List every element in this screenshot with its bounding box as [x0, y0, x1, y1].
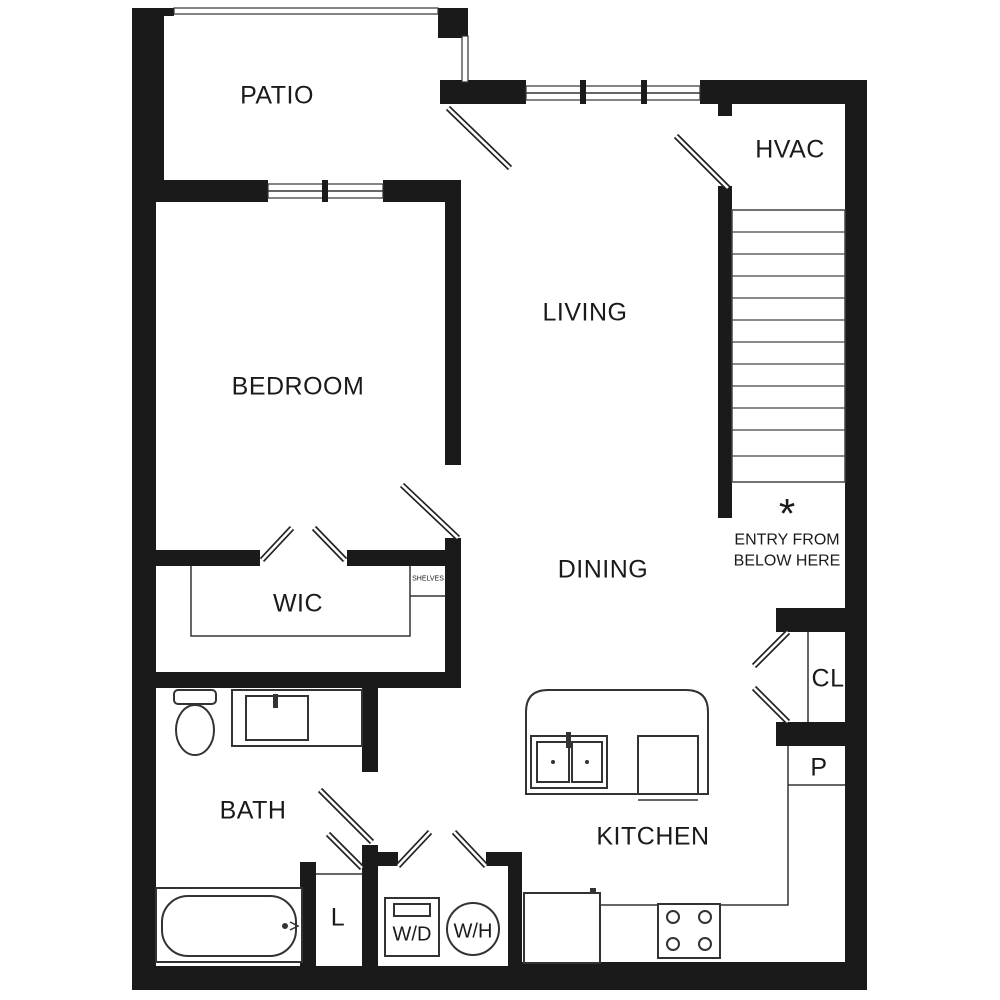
- stove-icon: [657, 903, 721, 959]
- doors: [259, 105, 791, 871]
- entry-note-line1: ENTRY FROM: [734, 531, 840, 549]
- door-swing-icon: [325, 831, 365, 871]
- room-label-pantry: P: [810, 753, 828, 782]
- window-icon: [267, 180, 384, 202]
- window-icon: [525, 80, 701, 104]
- double-sink-icon: [530, 732, 608, 789]
- windows: [173, 7, 701, 202]
- window-icon: [173, 7, 439, 15]
- washer-dryer-icon: [384, 897, 440, 957]
- dishwasher-icon: [637, 735, 699, 801]
- room-label-linen: L: [330, 903, 346, 932]
- door-swing-icon: [317, 787, 375, 845]
- water-heater-label: W/H: [453, 920, 493, 943]
- room-label-closet: CL: [811, 664, 845, 693]
- entry-marker-icon: *: [778, 490, 796, 537]
- refrigerator-icon: [523, 888, 601, 964]
- door-swing-icon: [259, 525, 348, 563]
- washer-dryer-label: W/D: [392, 923, 432, 946]
- walls: [132, 8, 867, 990]
- room-label-patio: PATIO: [240, 81, 314, 110]
- bathtub-icon: [155, 887, 303, 963]
- stairs-icon: [731, 209, 846, 483]
- room-label-bedroom: BEDROOM: [231, 372, 365, 401]
- sink-icon: [231, 689, 363, 747]
- window-icon: [461, 35, 469, 83]
- door-swing-icon: [395, 829, 489, 869]
- room-label-hvac: HVAC: [755, 135, 825, 164]
- shelves-label: SHELVES: [412, 575, 444, 583]
- door-swing-icon: [751, 629, 791, 725]
- entry-note-line2: BELOW HERE: [733, 552, 841, 570]
- wic-shelving: [190, 566, 445, 637]
- door-swing-icon: [399, 482, 461, 541]
- room-label-wic: WIC: [272, 589, 324, 618]
- water-heater-icon: [446, 902, 500, 956]
- door-swing-icon: [445, 105, 513, 171]
- room-label-living: LIVING: [542, 298, 628, 327]
- room-label-dining: DINING: [557, 555, 649, 584]
- room-label-kitchen: KITCHEN: [596, 822, 710, 851]
- door-swing-icon: [673, 133, 731, 191]
- toilet-icon: [173, 689, 217, 756]
- room-label-bath: BATH: [219, 796, 287, 825]
